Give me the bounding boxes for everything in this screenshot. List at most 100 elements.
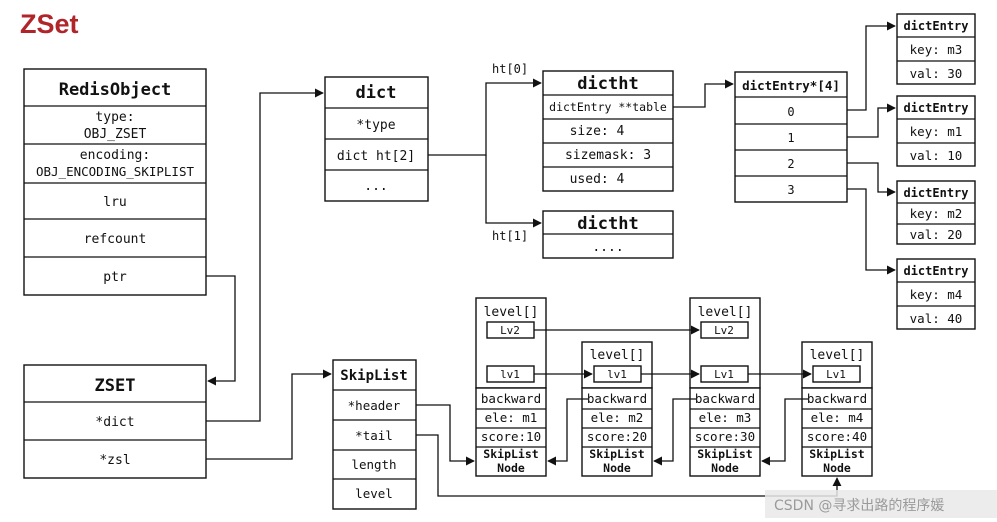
entry-array-header: dictEntry*[4] — [742, 78, 840, 93]
skiplist-tail: *tail — [355, 428, 393, 443]
skip-node-backward: backward — [481, 391, 541, 406]
skip-node-backward: backward — [807, 391, 867, 406]
skip-node-level-label: level[] — [810, 348, 865, 363]
arrow-slot1-to-m1 — [847, 103, 896, 138]
redis-object-box: RedisObject type: OBJ_ZSET encoding: OBJ… — [23, 68, 207, 296]
dictht0-size: size: 4 — [570, 124, 625, 139]
skip-node-ele: ele: m4 — [811, 410, 864, 425]
zset-box: ZSET *dict *zsl — [23, 364, 207, 479]
connectors — [206, 21, 896, 497]
skip-node-m1: level[] Lv2 lv1 backward ele: m1 score:1… — [475, 297, 547, 477]
dict-entry-header: dictEntry — [903, 264, 968, 278]
dict-entry-key: key: m4 — [910, 287, 963, 302]
skip-node-lv1: Lv1 — [826, 368, 846, 381]
redis-object-refcount: refcount — [84, 232, 147, 247]
dict-entry-header: dictEntry — [903, 186, 968, 200]
dictht0-table: dictEntry **table — [549, 100, 667, 114]
skip-node-lv1: lv1 — [607, 368, 627, 381]
dict-entry-val: val: 20 — [910, 227, 963, 242]
dictht0-sizemask: sizemask: 3 — [565, 148, 651, 163]
dict-type: *type — [356, 118, 395, 133]
skip-node-m2: level[] lv1 backward ele: m2 score:20 Sk… — [581, 341, 653, 477]
redis-object-type-label: type: — [95, 110, 134, 125]
dict-ht: dict ht[2] — [337, 149, 415, 164]
ht0-label: ht[0] — [492, 62, 528, 76]
arrow-dict-to-dictht1 — [485, 155, 542, 228]
ht1-label: ht[1] — [492, 229, 528, 243]
arrow-zset-zsl-to-skiplist — [206, 369, 332, 460]
arrow-zset-dict-to-dict — [206, 88, 324, 422]
skiplist-box: SkipList *header *tail length level — [332, 359, 417, 510]
arrow-slot3-to-m4 — [847, 188, 896, 275]
dictht0-header: dictht — [577, 74, 638, 94]
arrow-ptr-to-zset — [206, 275, 236, 386]
skip-node-score: score:30 — [695, 429, 755, 444]
arrow-backward-m2-to-m1 — [547, 398, 588, 466]
page-title: ZSet — [20, 9, 79, 39]
skip-node-lv2: Lv2 — [500, 324, 520, 337]
arrow-header-to-node1 — [416, 404, 475, 466]
skip-node-lv1: lv1 — [500, 368, 520, 381]
zset-dict: *dict — [95, 415, 134, 430]
dictht0-used: used: 4 — [570, 172, 625, 187]
entry-slot-1: 1 — [787, 131, 794, 145]
watermark-background — [765, 490, 997, 518]
arrow-slot0-to-m3 — [847, 21, 896, 111]
entry-array-box: dictEntry*[4] 0 1 2 3 — [734, 71, 848, 203]
dict-more: ... — [364, 179, 387, 194]
arrow-dict-to-dictht0 — [428, 78, 542, 156]
dictht0-box: dictht dictEntry **table size: 4 sizemas… — [542, 70, 674, 192]
redis-object-encoding-value: OBJ_ENCODING_SKIPLIST — [36, 164, 195, 179]
dictht1-more: .... — [592, 240, 623, 255]
dict-entry-m3: dictEntry key: m3 val: 30 — [896, 13, 976, 85]
skiplist-length: length — [351, 457, 396, 472]
dict-entry-key: key: m1 — [910, 124, 963, 139]
dictht1-header: dictht — [577, 214, 638, 234]
dict-entry-key: key: m2 — [910, 206, 963, 221]
skip-node-level-label: level[] — [590, 348, 645, 363]
arrow-backward-m4-to-m3 — [761, 398, 808, 466]
dict-header: dict — [356, 83, 397, 103]
entry-slot-3: 3 — [787, 183, 794, 197]
skiplist-level: level — [355, 486, 393, 501]
dict-box: dict *type dict ht[2] ... — [324, 76, 429, 202]
arrow-table-to-entry-array — [673, 79, 734, 108]
skip-node-lv2: Lv2 — [714, 324, 734, 337]
skip-node-level-label: level[] — [484, 305, 539, 320]
skip-node-score: score:40 — [807, 429, 867, 444]
dict-entry-m1: dictEntry key: m1 val: 10 — [896, 95, 976, 167]
arrow-slot2-to-m2 — [847, 162, 896, 197]
skip-node-score: score:20 — [587, 429, 647, 444]
skip-node-m4: level[] Lv1 backward ele: m4 score:40 Sk… — [801, 341, 873, 477]
skip-node-score: score:10 — [481, 429, 541, 444]
skip-node-backward: backward — [587, 391, 647, 406]
redis-object-lru: lru — [103, 195, 126, 210]
watermark: CSDN @寻求出路的程序媛 — [774, 498, 944, 514]
dict-entry-val: val: 30 — [910, 66, 963, 81]
skip-node-lv1: Lv1 — [714, 368, 734, 381]
redis-object-encoding-label: encoding: — [80, 148, 150, 163]
skip-node-level-label: level[] — [698, 305, 753, 320]
dict-entry-val: val: 10 — [910, 148, 963, 163]
skiplist-head: *header — [348, 398, 401, 413]
zset-zsl: *zsl — [99, 453, 130, 468]
dict-entry-m2: dictEntry key: m2 val: 20 — [896, 180, 976, 245]
skip-node-m3: level[] Lv2 Lv1 backward ele: m3 score:3… — [689, 297, 761, 477]
entry-slot-2: 2 — [787, 157, 794, 171]
skip-node-backward: backward — [695, 391, 755, 406]
dict-entry-header: dictEntry — [903, 19, 968, 33]
dictht1-box: dictht .... — [542, 210, 674, 259]
redis-object-header: RedisObject — [59, 80, 172, 100]
dict-entry-header: dictEntry — [903, 101, 968, 115]
redis-object-ptr: ptr — [103, 270, 127, 285]
arrow-backward-m3-to-m2 — [653, 398, 696, 466]
dict-entry-val: val: 40 — [910, 311, 963, 326]
skip-node-ele: ele: m1 — [485, 410, 538, 425]
dict-entry-m4: dictEntry key: m4 val: 40 — [896, 258, 976, 330]
dict-entry-key: key: m3 — [910, 42, 963, 57]
